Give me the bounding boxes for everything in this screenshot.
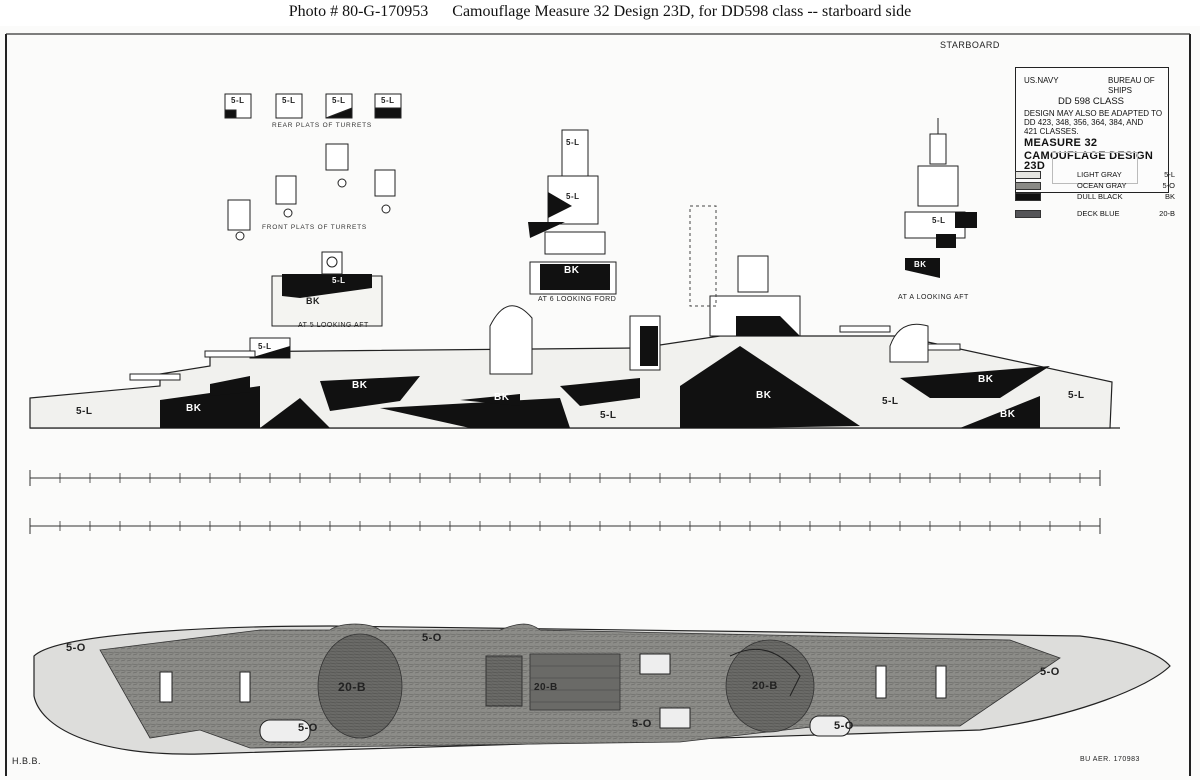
- title-block-measure: MEASURE 32: [1024, 137, 1098, 149]
- view-label-fwd: AT 6 LOOKING FORD: [538, 296, 617, 303]
- drafter-initials: H.B.B.: [12, 756, 42, 766]
- title-block-class: DD 598 CLASS: [1058, 96, 1125, 107]
- hull-mark-l3: 5-L: [882, 396, 899, 407]
- hull-mark-bk6: BK: [1000, 409, 1016, 420]
- frame-scale-1-ticks: [59, 473, 1081, 483]
- color-key-row: DECK BLUE 20-B: [1015, 209, 1175, 219]
- hull-mark-bk8: BK: [306, 296, 320, 306]
- deck-mark-b3: 20-B: [752, 680, 778, 692]
- color-name: DULL BLACK: [1077, 192, 1123, 201]
- title-block-navy: US.NAVY: [1024, 76, 1059, 85]
- super-mark-4: 5-L: [932, 216, 946, 225]
- super-mark-5: 5-L: [258, 342, 272, 351]
- color-name: LIGHT GRAY: [1077, 170, 1122, 179]
- hull-mark-bk10: BK: [914, 260, 927, 269]
- frame-scale-1: [29, 470, 1101, 486]
- color-code: BK: [1164, 192, 1175, 201]
- photo-caption: Photo # 80-G-170953 Camouflage Measure 3…: [0, 0, 1200, 26]
- side-label: STARBOARD: [940, 40, 1000, 50]
- turret-front-label: FRONT PLATS OF TURRETS: [262, 224, 367, 231]
- frame-scale-2: [29, 518, 1101, 534]
- deck-mark-o6: 5-O: [834, 720, 854, 732]
- title-block-adapt-1: DESIGN MAY ALSO BE ADAPTED TO: [1024, 109, 1163, 118]
- drawing-number: BU AER. 170983: [1080, 756, 1140, 763]
- deck-mark-o4: 5-O: [298, 722, 318, 734]
- color-name: OCEAN GRAY: [1077, 181, 1127, 190]
- view-label-aft-2: AT A LOOKING AFT: [898, 294, 969, 301]
- deck-mark-o3: 5-O: [1040, 666, 1060, 678]
- color-code: 20-B: [1159, 209, 1175, 218]
- hull-mark-bk1: BK: [186, 403, 202, 414]
- view-label-aft: AT 5 LOOKING AFT: [298, 322, 369, 329]
- hull-mark-l1: 5-L: [76, 406, 93, 417]
- frame-scale-2-ticks: [59, 521, 1081, 531]
- title-block-adapt-2: DD 423, 348, 356, 364, 384, AND: [1024, 118, 1144, 127]
- hull-mark-bk4: BK: [756, 390, 772, 401]
- color-code: 5-L: [1164, 170, 1175, 179]
- hull-mark-bk9: BK: [744, 308, 758, 318]
- turret-rear-plates: [224, 93, 402, 119]
- camouflage-drawing-sheet: STARBOARD US.NAVY BUREAU OF SHIPS DD 598…: [0, 26, 1200, 780]
- color-key-row: DULL BLACK BK: [1015, 192, 1175, 202]
- super-mark-2: 5-L: [566, 192, 580, 201]
- hull-mark-bk3: BK: [494, 392, 510, 403]
- color-swatch: [1015, 182, 1041, 191]
- hull-mark-bk5: BK: [978, 374, 994, 385]
- photo-number: Photo # 80-G-170953: [288, 3, 429, 20]
- turret-rear-label: REAR PLATS OF TURRETS: [272, 122, 372, 129]
- approval-stamp: [1052, 152, 1138, 184]
- color-key-row: OCEAN GRAY 5-O: [1015, 181, 1175, 191]
- turret-code-1: 5-L: [231, 96, 245, 105]
- hull-mark-l2: 5-L: [600, 410, 617, 421]
- color-code: 5-O: [1162, 181, 1175, 190]
- deck-mark-o5: 5-O: [632, 718, 652, 730]
- turret-front-plates: [227, 143, 396, 241]
- turret-code-2: 5-L: [282, 96, 296, 105]
- color-swatch: [1015, 193, 1041, 202]
- title-block-design: CAMOUFLAGE DESIGN 23D: [1024, 150, 1154, 172]
- super-mark-3: 5-L: [332, 276, 346, 285]
- drawing-canvas: [5, 33, 1191, 776]
- hull-mark-l4: 5-L: [1068, 390, 1085, 401]
- color-swatch: [1015, 171, 1041, 180]
- hull-mark-bk2: BK: [352, 380, 368, 391]
- title-block-bureau: BUREAU OF SHIPS: [1108, 76, 1155, 95]
- photo-title: Camouflage Measure 32 Design 23D, for DD…: [452, 3, 912, 20]
- turret-code-3: 5-L: [332, 96, 346, 105]
- ship-side-profile: [29, 118, 1113, 429]
- deck-mark-o2: 5-O: [422, 632, 442, 644]
- deck-mark-b2: 20-B: [534, 682, 558, 693]
- turret-code-4: 5-L: [381, 96, 395, 105]
- deck-mark-b1: 20-B: [338, 680, 367, 694]
- color-swatch: [1015, 210, 1041, 219]
- color-key-row: LIGHT GRAY 5-L: [1015, 170, 1175, 180]
- deck-plan-view: [33, 623, 1171, 755]
- color-name: DECK BLUE: [1077, 209, 1120, 218]
- title-block-adapt-3: 421 CLASSES.: [1024, 127, 1079, 136]
- deck-mark-o1: 5-O: [66, 642, 86, 654]
- hull-mark-bk7: BK: [564, 265, 580, 276]
- super-mark-1: 5-L: [566, 138, 580, 147]
